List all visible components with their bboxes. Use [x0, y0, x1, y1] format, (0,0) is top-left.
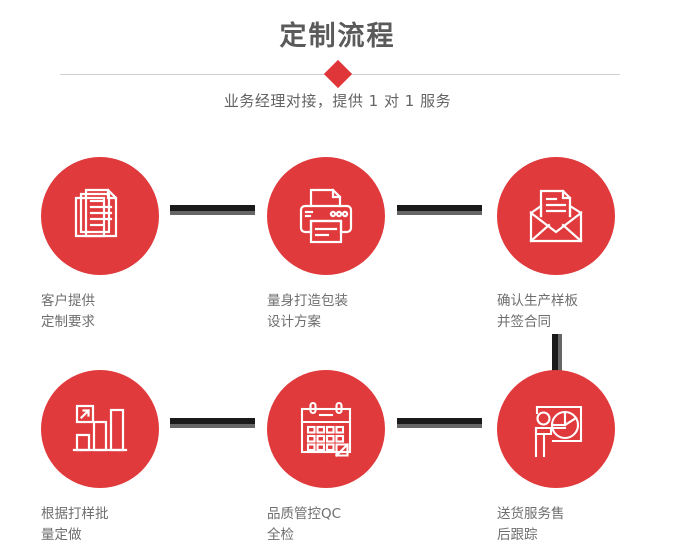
step-6-label-line2: 后跟踪	[497, 527, 538, 543]
step-2-label-line1: 量身打造包装	[267, 293, 348, 309]
step-1-label: 客户提供 定制要求	[41, 291, 163, 333]
connector-bar-dark	[397, 205, 482, 211]
process-step-1[interactable]: 客户提供 定制要求	[41, 157, 163, 333]
envelope-letter-icon	[525, 185, 587, 247]
page-title: 定制流程	[279, 21, 396, 52]
step-4-label-line2: 量定做	[41, 527, 82, 543]
step-3-circle	[497, 157, 615, 275]
connector-bar-shadow	[397, 211, 482, 215]
title-divider	[60, 59, 620, 89]
connector-bar-shadow	[558, 334, 562, 372]
step-5-label-line2: 全检	[267, 527, 294, 543]
step-4-circle	[41, 370, 159, 488]
step-3-label-line1: 确认生产样板	[497, 293, 578, 309]
process-step-6[interactable]: 送货服务售 后跟踪	[497, 370, 619, 546]
step-2-label-line2: 设计方案	[267, 314, 321, 330]
red-diamond-icon	[323, 59, 353, 89]
process-step-2[interactable]: 量身打造包装 设计方案	[267, 157, 389, 333]
connector-bar-dark	[170, 418, 255, 424]
calendar-check-icon	[295, 398, 357, 460]
step-3-label: 确认生产样板 并签合同	[497, 291, 619, 333]
connector-bar-shadow	[397, 424, 482, 428]
process-step-4[interactable]: 根据打样批 量定做	[41, 370, 163, 546]
connector-bar-dark	[170, 205, 255, 211]
printer-icon	[295, 185, 357, 247]
step-3-label-line2: 并签合同	[497, 314, 551, 330]
connector-step4-step5	[170, 418, 255, 428]
step-4-label-line1: 根据打样批	[41, 506, 109, 522]
step-5-label: 品质管控QC 全检	[267, 504, 389, 546]
step-5-label-line1: 品质管控QC	[267, 506, 342, 522]
step-1-circle	[41, 157, 159, 275]
process-step-5[interactable]: 品质管控QC 全检	[267, 370, 389, 546]
documents-stack-icon	[69, 185, 131, 247]
process-step-3[interactable]: 确认生产样板 并签合同	[497, 157, 619, 333]
step-6-circle	[497, 370, 615, 488]
step-4-label: 根据打样批 量定做	[41, 504, 163, 546]
connector-step5-step6	[397, 418, 482, 428]
step-2-label: 量身打造包装 设计方案	[267, 291, 389, 333]
connector-bar-dark	[397, 418, 482, 424]
step-6-label: 送货服务售 后跟踪	[497, 504, 619, 546]
connector-bar-shadow	[170, 211, 255, 215]
connector-bar-shadow	[170, 424, 255, 428]
step-1-label-line1: 客户提供	[41, 293, 95, 309]
step-1-label-line2: 定制要求	[41, 314, 95, 330]
page-subtitle: 业务经理对接，提供 1 对 1 服务	[223, 92, 452, 110]
connector-step1-step2	[170, 205, 255, 215]
presentation-piechart-icon	[525, 398, 587, 460]
bar-chart-growth-icon	[69, 398, 131, 460]
step-6-label-line1: 送货服务售	[497, 506, 565, 522]
connector-step3-step6	[552, 334, 562, 372]
connector-bar-dark	[552, 334, 558, 372]
connector-step2-step3	[397, 205, 482, 215]
step-2-circle	[267, 157, 385, 275]
step-5-circle	[267, 370, 385, 488]
